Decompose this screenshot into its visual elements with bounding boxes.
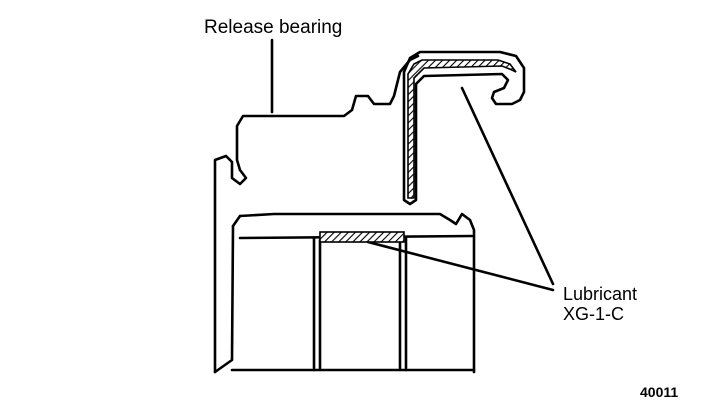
figure-number: 40011 — [640, 384, 679, 400]
housing-inner-edge — [213, 224, 235, 374]
bearing-housing-outline — [213, 54, 420, 374]
release-bearing-label: Release bearing — [204, 17, 343, 38]
lubricant-label-line1: Lubricant — [563, 284, 638, 304]
lubricant-leader-lower — [366, 240, 555, 292]
race-top-line — [231, 214, 242, 228]
lubricant-label-line2: XG-1-C — [563, 304, 625, 324]
sleeve-retainer-outline — [402, 50, 526, 206]
lubricant-area-bore — [319, 231, 405, 243]
lubricant-label: Lubricant XG-1-C — [563, 284, 637, 324]
lubricant-area-sleeve — [407, 59, 517, 199]
upper-race-ledge — [238, 212, 476, 374]
lubricant-leader-upper — [460, 86, 555, 286]
